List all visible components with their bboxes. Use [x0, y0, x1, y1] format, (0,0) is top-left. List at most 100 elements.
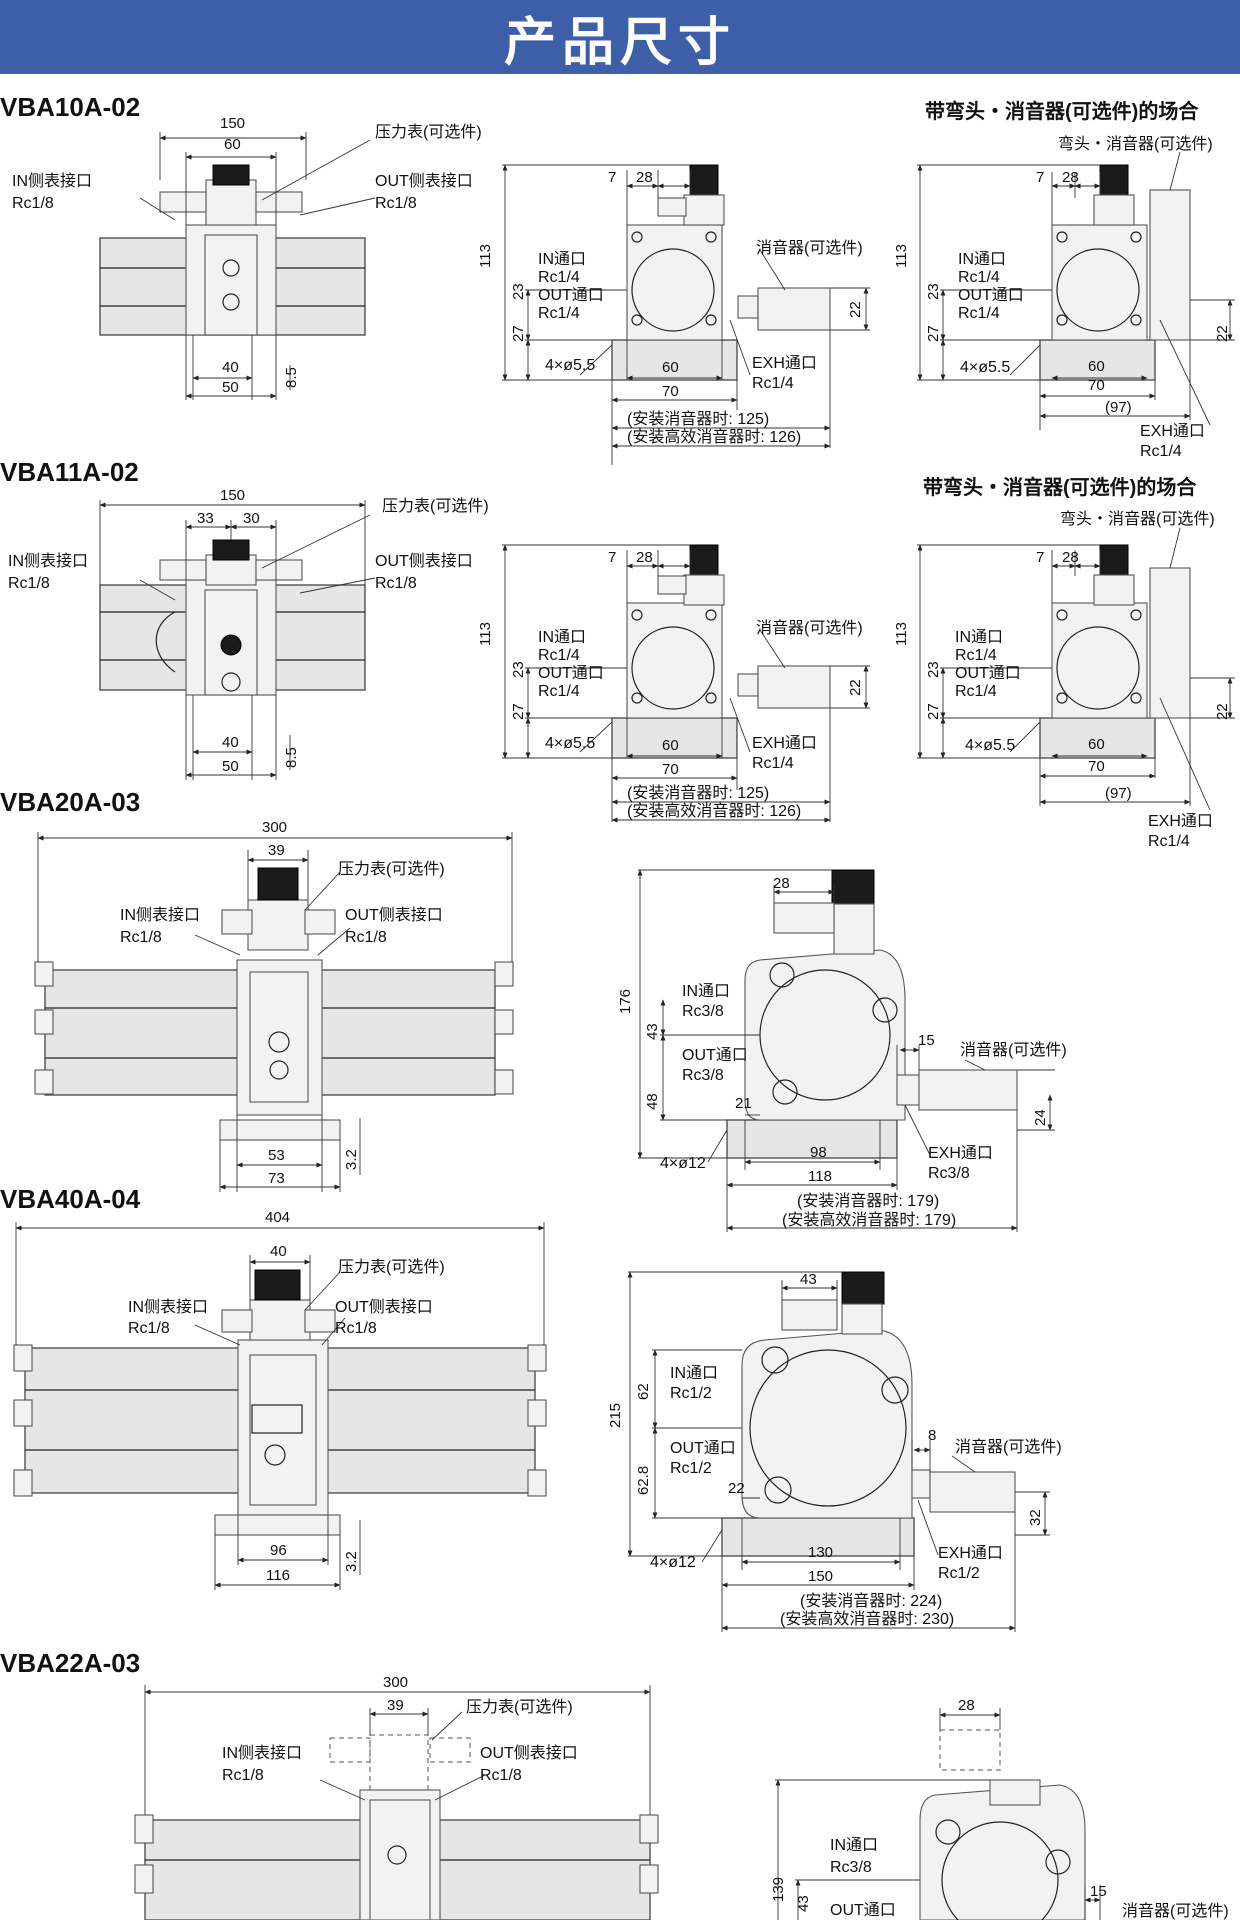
vba11-silencer-len-b: (安装高效消音器时: 126)	[627, 802, 801, 820]
vba10-silencer-len-b: (安装高效消音器时: 126)	[627, 428, 801, 446]
vba11-elbow-dim-70: 70	[1088, 758, 1105, 775]
vba10-elbow-in-port: IN通口	[958, 250, 1006, 268]
vba10-silencer-len-a: (安装消音器时: 125)	[627, 410, 769, 428]
vba20-in-gauge-label: IN侧表接口	[120, 906, 200, 924]
vba40-out-thread: Rc1/2	[670, 1460, 712, 1477]
vba20-dim-53: 53	[268, 1147, 285, 1164]
vba10-elbow-dim-27: 27	[925, 325, 942, 342]
vba20-in-port: IN通口	[682, 982, 730, 1000]
vba10-elbow-dim-97: (97)	[1105, 399, 1132, 416]
model-title-vba10: VBA10A-02	[0, 92, 140, 122]
model-title-vba11: VBA11A-02	[0, 457, 139, 487]
vba10-elbow-dim-60: 60	[1088, 358, 1105, 375]
model-title-vba20: VBA20A-03	[0, 787, 140, 817]
vba11-dim-50: 50	[222, 758, 239, 775]
vba11-in-gauge-label: IN侧表接口	[8, 552, 88, 570]
vba40-side-dim-130: 130	[808, 1544, 833, 1561]
vba40-side-dim-215: 215	[607, 1403, 624, 1428]
vba10-elbow-dim-7: 7	[1036, 169, 1044, 186]
vba22-out-gauge-label: OUT侧表接口	[480, 1744, 578, 1762]
vba40-out-gauge-thread: Rc1/8	[335, 1320, 377, 1337]
vba22-out-gauge-thread: Rc1/8	[480, 1767, 522, 1784]
vba11-elbow-out-thread: Rc1/4	[955, 683, 997, 700]
model-title-vba22: VBA22A-03	[0, 1648, 140, 1678]
vba40-side-dim-8: 8	[928, 1427, 936, 1444]
vba20-side-dim-176: 176	[617, 989, 634, 1014]
vba20-out-thread: Rc3/8	[682, 1067, 724, 1084]
vba22-in-gauge-thread: Rc1/8	[222, 1767, 264, 1784]
vba10-dim-8-5: 8.5	[283, 367, 300, 388]
vba20-out-gauge-thread: Rc1/8	[345, 929, 387, 946]
vba10-elbow-out-port: OUT通口	[958, 286, 1024, 304]
vba11-dim-40: 40	[222, 734, 239, 751]
vba11-exh-thread: Rc1/4	[752, 755, 794, 772]
vba22-out-port: OUT通口	[830, 1901, 896, 1919]
vba22-front-view	[134, 1685, 659, 1920]
vba40-side-dim-150: 150	[808, 1568, 833, 1585]
vba11-elbow-in-thread: Rc1/4	[955, 647, 997, 664]
vba10-elbow-view	[917, 151, 1235, 430]
vba11-elbow-dim-23: 23	[925, 661, 942, 678]
vba11-side-dim-28: 28	[636, 549, 653, 566]
vba10-dim-50: 50	[222, 379, 239, 396]
vba11-elbow-view	[917, 527, 1235, 811]
vba22-side-dim-15: 15	[1090, 1883, 1107, 1900]
vba20-side-dim-21: 21	[735, 1095, 752, 1112]
vba20-dim-73: 73	[268, 1170, 285, 1187]
vba11-out-thread: Rc1/4	[538, 683, 580, 700]
vba10-elbow-dim-70: 70	[1088, 377, 1105, 394]
vba10-elbow-dim-23: 23	[925, 283, 942, 300]
vba20-silencer: 消音器(可选件)	[960, 1041, 1067, 1059]
vba11-exh-port: EXH通口	[752, 734, 817, 752]
vba10-gauge-label: 压力表(可选件)	[375, 123, 482, 141]
vba40-front-view	[13, 1222, 547, 1590]
page-title: 产品尺寸	[503, 12, 736, 73]
vba10-dim-150: 150	[220, 115, 245, 132]
vba10-side-dim-22: 22	[847, 301, 864, 318]
vba20-in-gauge-thread: Rc1/8	[120, 929, 162, 946]
vba22-dim-300: 300	[383, 1674, 408, 1691]
vba10-side-dim-60: 60	[662, 359, 679, 376]
vba40-side-dim-62-8: 62.8	[635, 1466, 652, 1495]
vba11-out-port: OUT通口	[538, 664, 604, 682]
vba22-in-thread: Rc3/8	[830, 1859, 872, 1876]
vba11-out-gauge-label: OUT侧表接口	[375, 552, 473, 570]
vba11-elbow-dim-113: 113	[893, 622, 910, 646]
vba22-in-port: IN通口	[830, 1836, 878, 1854]
vba40-gauge-label: 压力表(可选件)	[338, 1258, 445, 1276]
vba22-side-dim-28: 28	[958, 1697, 975, 1714]
vba10-elbow-dim-113: 113	[893, 244, 910, 268]
vba20-side-dim-43: 43	[644, 1023, 661, 1040]
vba11-side-dim-27: 27	[510, 703, 527, 720]
vba40-out-port: OUT通口	[670, 1439, 736, 1457]
vba40-exh-port: EXH通口	[938, 1544, 1003, 1562]
vba20-out-gauge-label: OUT侧表接口	[345, 906, 443, 924]
vba40-side-dim-62: 62	[635, 1383, 652, 1400]
vba11-elbow-dim-60: 60	[1088, 736, 1105, 753]
vba11-elbow-dim-7: 7	[1036, 549, 1044, 566]
vba10-elbow-dim-28: 28	[1062, 169, 1079, 186]
vba10-side-view	[502, 164, 870, 465]
vba40-dim-404: 404	[265, 1209, 290, 1226]
vba11-dim-8-5: 8.5	[283, 747, 300, 768]
vba10-elbow-dim-22: 22	[1214, 325, 1231, 342]
vba11-elbow-exh-port: EXH通口	[1148, 812, 1213, 830]
side-view-title-1: 带弯头・消音器(可选件)的场合	[925, 99, 1199, 123]
vba11-side-dim-70: 70	[662, 761, 679, 778]
vba11-front-view	[99, 500, 376, 780]
vba10-out-thread: Rc1/4	[538, 305, 580, 322]
vba11-elbow-holes: 4×ø5.5	[965, 737, 1015, 754]
vba10-elbow-silencer: 弯头・消音器(可选件)	[1058, 135, 1213, 153]
vba10-side-dim-27: 27	[510, 325, 527, 342]
vba10-elbow-in-thread: Rc1/4	[958, 269, 1000, 286]
vba20-silencer-len-b: (安装高效消音器时: 179)	[782, 1211, 956, 1229]
vba10-side-dim-23: 23	[510, 283, 527, 300]
vba20-gauge-label: 压力表(可选件)	[338, 860, 445, 878]
vba10-elbow-holes: 4×ø5.5	[960, 359, 1010, 376]
vba20-in-thread: Rc3/8	[682, 1003, 724, 1020]
vba22-side-dim-43: 43	[795, 1895, 812, 1912]
vba10-side-dim-7: 7	[608, 169, 616, 186]
vba10-elbow-out-thread: Rc1/4	[958, 305, 1000, 322]
vba40-in-port: IN通口	[670, 1364, 718, 1382]
